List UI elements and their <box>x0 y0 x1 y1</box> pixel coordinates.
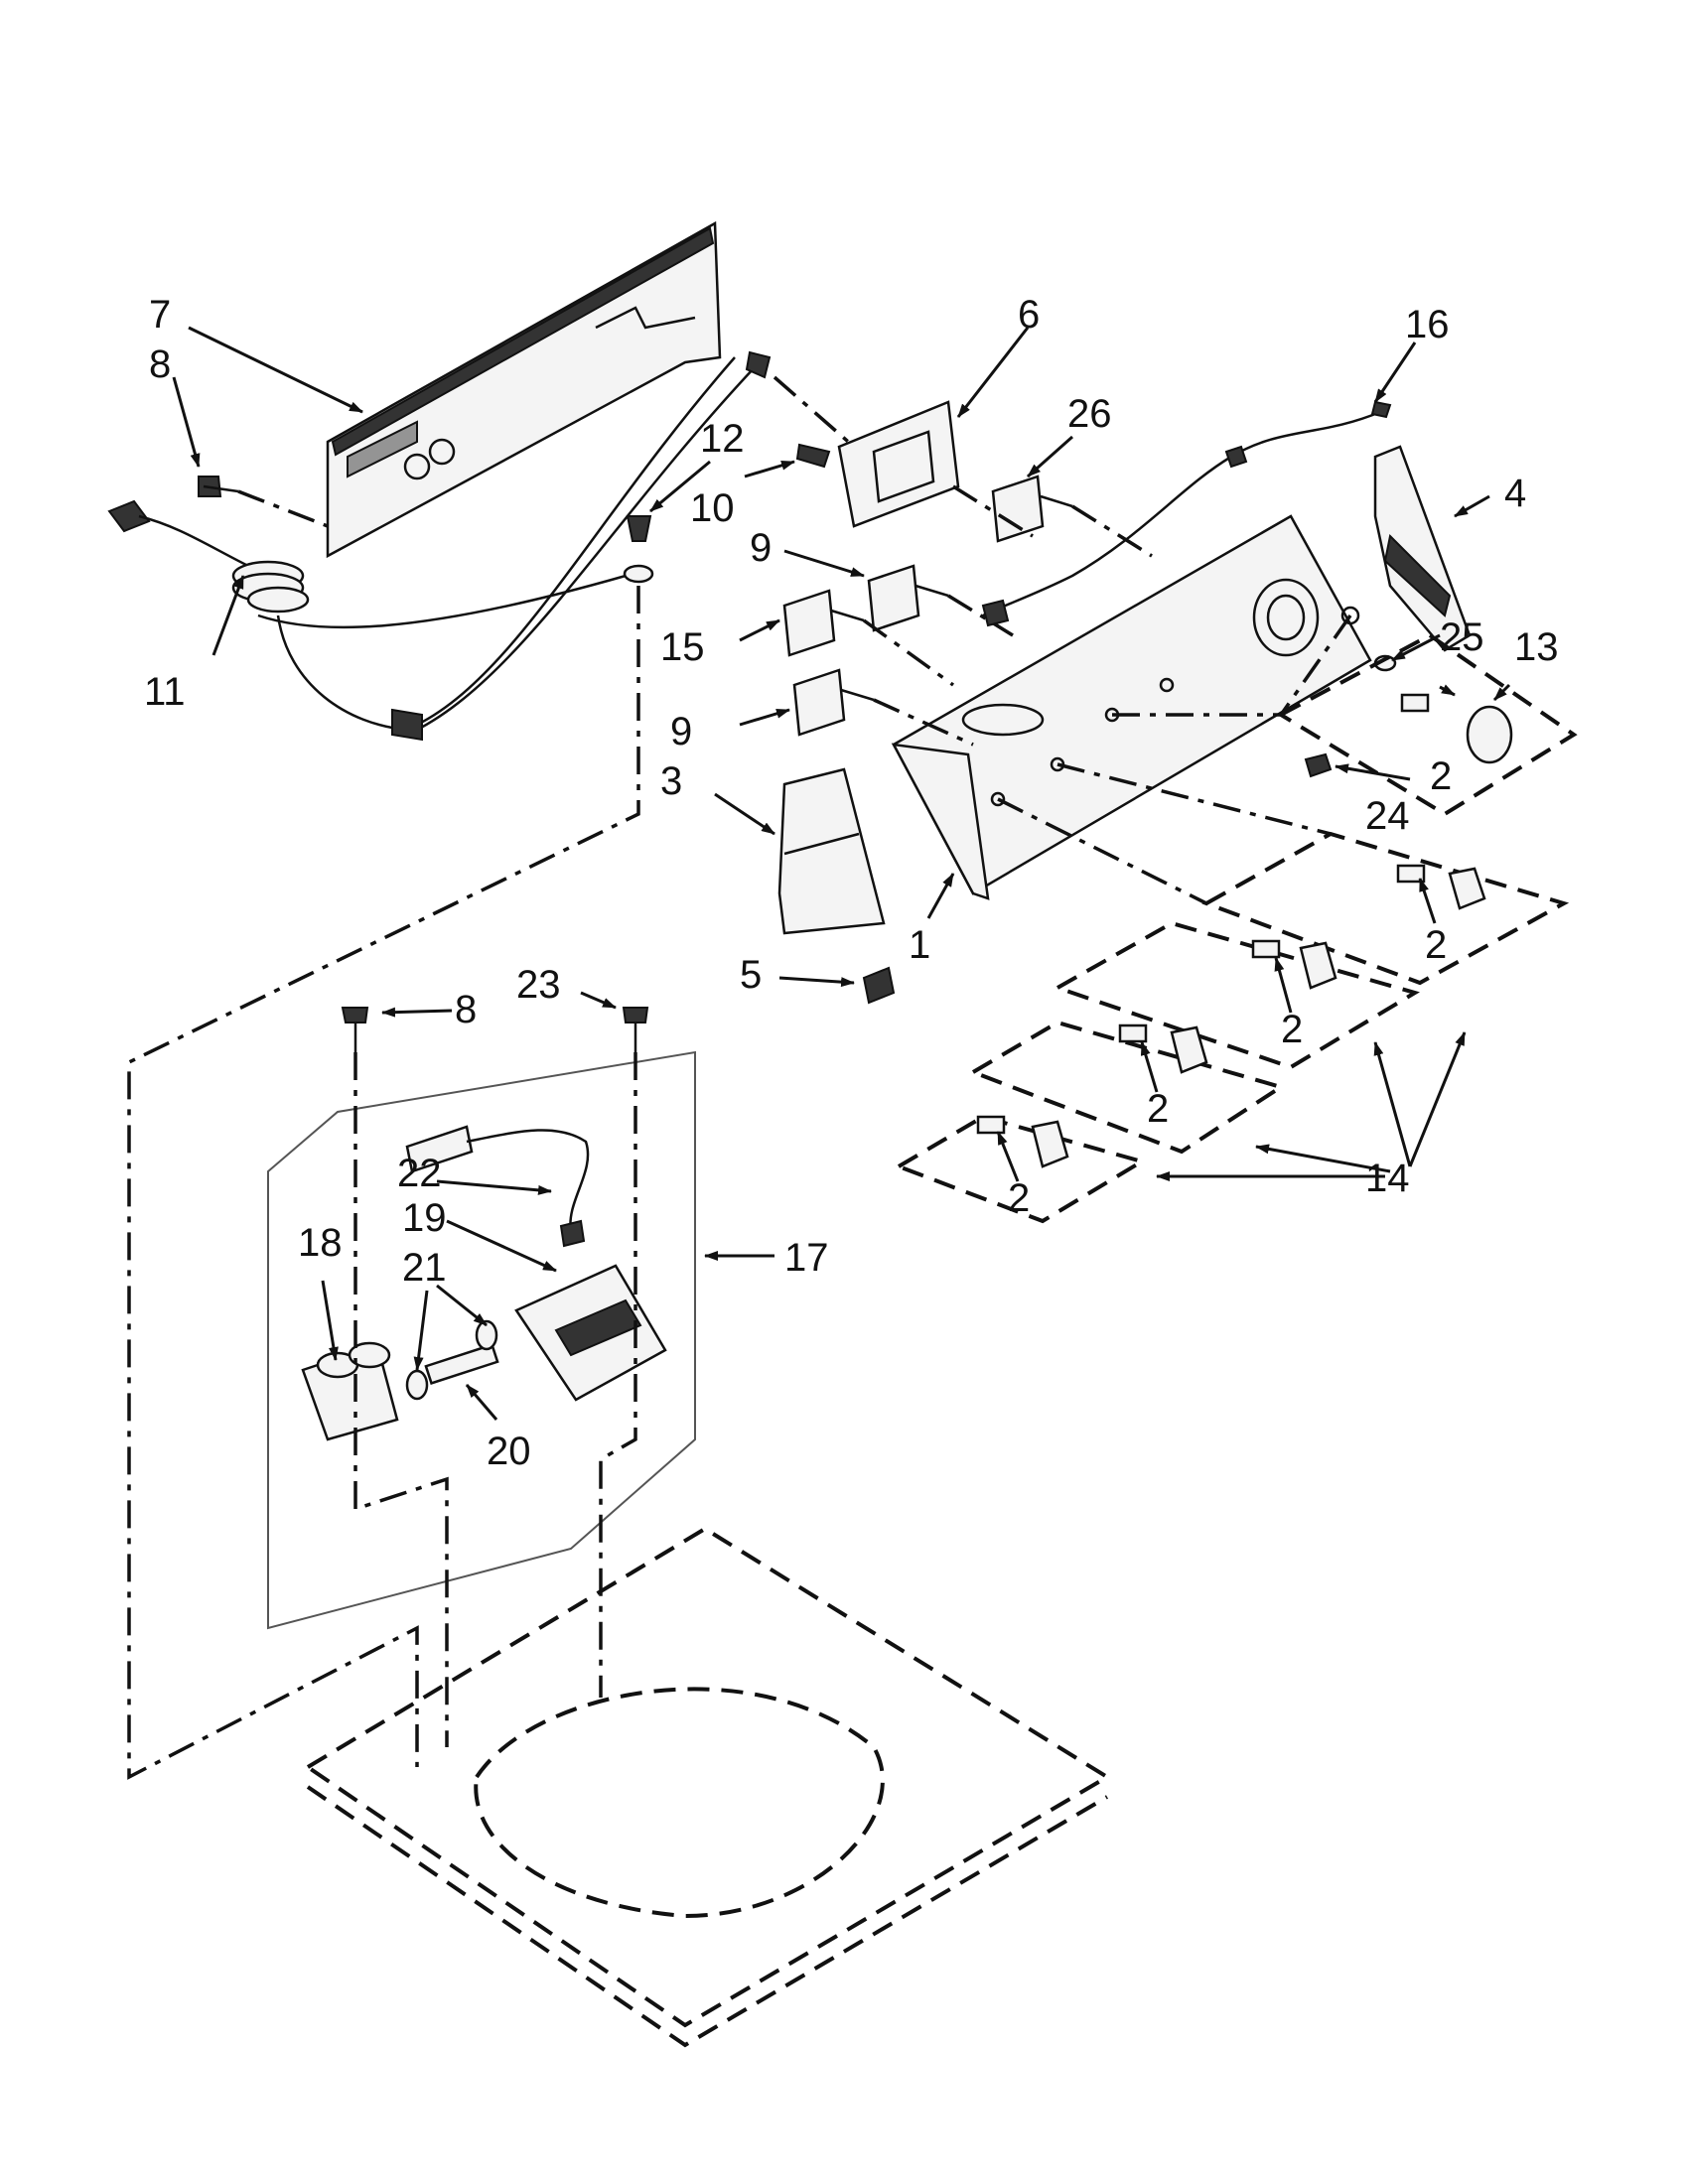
console-part <box>891 514 1372 900</box>
screw-8-lower-part <box>341 1007 369 1052</box>
callout-22: 22 <box>397 1152 442 1195</box>
inlet-valve-18-part <box>301 1341 399 1441</box>
callout-23: 23 <box>516 963 561 1007</box>
callout-4: 4 <box>1504 472 1526 515</box>
knob-kit-a <box>1201 831 1570 986</box>
callout-12: 12 <box>700 417 745 461</box>
switch-26-part <box>991 475 1073 543</box>
switch-15-part <box>782 589 865 657</box>
callout-1: 1 <box>909 923 930 967</box>
callout-8-top: 8 <box>149 342 171 386</box>
rear-panel-part <box>326 220 722 559</box>
end-cap-right-part <box>1373 445 1472 652</box>
callout-17: 17 <box>784 1236 829 1280</box>
valve-harness-22-part <box>405 1125 590 1248</box>
callout-2-knob-c: 2 <box>1147 1087 1169 1131</box>
callout-6: 6 <box>1018 293 1040 337</box>
knob-kit-d <box>894 1114 1148 1224</box>
wire-harness-part <box>981 400 1392 627</box>
switch-9a-part <box>867 564 949 632</box>
callout-2-knob-d: 2 <box>1008 1176 1030 1220</box>
callout-13: 13 <box>1514 625 1559 669</box>
routing-lines <box>127 375 1352 1780</box>
callout-2-knob-b: 2 <box>1281 1008 1303 1051</box>
callout-7: 7 <box>149 293 171 337</box>
callout-18: 18 <box>298 1221 343 1265</box>
callout-3: 3 <box>660 759 682 803</box>
hose-20-part <box>405 1319 499 1401</box>
callout-9-bottom: 9 <box>670 710 692 753</box>
clip-part <box>862 966 896 1005</box>
callout-20: 20 <box>487 1430 531 1473</box>
callout-15: 15 <box>660 625 705 669</box>
callout-10: 10 <box>690 486 735 530</box>
callout-labels: 7 8 11 12 10 6 26 9 15 9 16 4 25 13 2 24… <box>144 293 1559 1473</box>
leader-arrows <box>172 326 1511 1421</box>
callout-24: 24 <box>1365 794 1410 838</box>
knob-kit-13 <box>1276 632 1578 817</box>
top-frame-base <box>304 1526 1111 2048</box>
ground-wire-part <box>257 515 654 629</box>
callout-16: 16 <box>1405 303 1450 346</box>
knob-kit-c <box>968 1020 1286 1155</box>
screw-24-part <box>1304 752 1333 778</box>
knob-kit-b <box>1053 920 1420 1070</box>
callout-19: 19 <box>402 1196 447 1240</box>
callout-26: 26 <box>1067 392 1112 436</box>
callout-14: 14 <box>1365 1157 1410 1200</box>
callout-2-knob13: 2 <box>1430 754 1452 798</box>
end-cap-left-part <box>777 767 886 935</box>
callout-9-top: 9 <box>750 526 772 570</box>
screw-8-top-part <box>198 476 239 497</box>
control-board-part <box>795 400 960 528</box>
valve-assembly-frame <box>267 1050 696 1630</box>
callout-21: 21 <box>402 1246 447 1290</box>
callout-8-lower: 8 <box>455 988 477 1031</box>
callout-5: 5 <box>740 953 762 997</box>
callout-11: 11 <box>144 670 186 714</box>
callout-2-knob-a: 2 <box>1425 923 1447 967</box>
power-cord-part <box>107 350 772 742</box>
screw-23-part <box>622 1007 649 1052</box>
dispenser-19-part <box>514 1264 667 1402</box>
switch-9b-part <box>792 668 875 737</box>
callout-25: 25 <box>1440 615 1484 659</box>
